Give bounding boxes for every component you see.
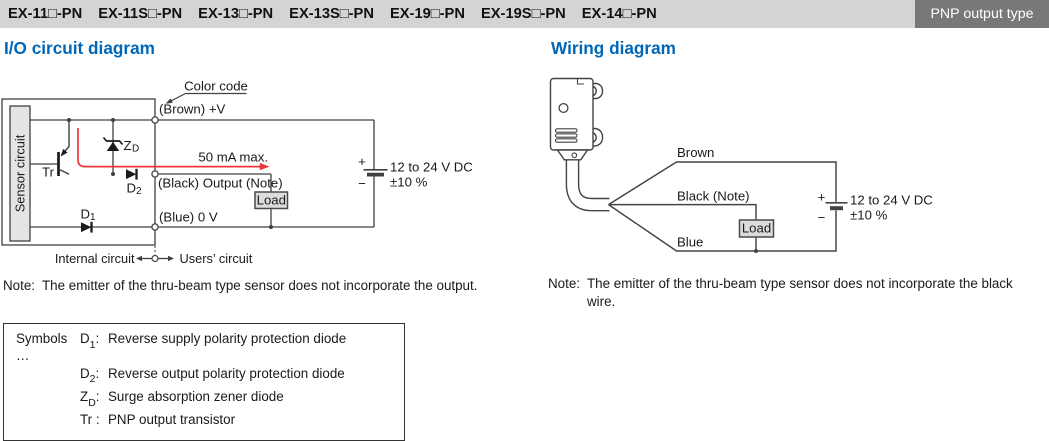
- symbols-prefix: Symbols …: [16, 331, 68, 364]
- diode-d1-symbol: [81, 221, 93, 233]
- wiring-diagram: Load + − 12 to 24 V DC ±10 % Brown Black…: [549, 77, 933, 253]
- symbols-row: Tr : PNP output transistor: [16, 411, 396, 434]
- wiring-note: Note: The emitter of the thru-beam type …: [548, 275, 1039, 310]
- users-circuit-label: Users’ circuit: [180, 251, 253, 266]
- symbol-key: D1:: [80, 331, 100, 351]
- wiring-wires: [608, 161, 837, 253]
- load-box: [738, 219, 775, 238]
- terminal-black-label: (Black) Output (Note): [158, 176, 283, 191]
- diode-d2-label-sub: 2: [136, 186, 142, 197]
- note-label: Note:: [3, 278, 36, 293]
- battery-symbol: [825, 201, 848, 211]
- symbol-desc: Reverse output polarity protection diode: [108, 365, 345, 381]
- supply-voltage-label: 12 to 24 V DC: [390, 160, 473, 175]
- battery-plus-label: +: [358, 154, 366, 169]
- symbols-row: D2: Reverse output polarity protection d…: [16, 365, 396, 388]
- terminal-brown-label: (Brown) +V: [159, 102, 226, 117]
- load-label: Load: [742, 221, 771, 236]
- sensor-circuit-label: Sensor circuit: [13, 134, 28, 212]
- diode-d1-label: D: [81, 207, 91, 222]
- color-code-label: Color code: [184, 79, 248, 94]
- current-flow-arrow: [77, 128, 270, 171]
- symbol-desc: PNP output transistor: [108, 411, 236, 427]
- io-note: Note: The emitter of the thru-beam type …: [3, 277, 494, 295]
- symbol-desc: Reverse supply polarity protection diode: [108, 331, 347, 346]
- diode-d1-label-sub: 1: [90, 212, 96, 223]
- sensor-circuit-box: [9, 105, 31, 242]
- supply-tolerance-label: ±10 %: [850, 208, 888, 223]
- symbol-key: D2:: [80, 365, 100, 386]
- symbols-row: ZD: Surge absorption zener diode: [16, 388, 396, 411]
- pnp-transistor-symbol: [57, 120, 70, 176]
- battery-symbol: [363, 168, 388, 177]
- diode-d2-label: D: [127, 181, 137, 196]
- battery-minus-label: −: [358, 176, 366, 191]
- transistor-label: Tr: [42, 165, 55, 180]
- wire-blue-label: Blue: [677, 235, 703, 250]
- model-name: EX-19□-PN: [389, 6, 465, 22]
- terminal-blue-label: (Blue) 0 V: [159, 210, 218, 225]
- load-label: Load: [257, 193, 286, 208]
- wire-brown-label: Brown: [677, 145, 714, 160]
- symbol-key: ZD:: [80, 388, 100, 409]
- note-text: The emitter of the thru-beam type sensor…: [42, 278, 478, 293]
- zener-label: Z: [124, 138, 132, 153]
- junction-dots: [67, 118, 273, 229]
- model-name: EX-11□-PN: [8, 6, 83, 22]
- io-circuit-diagram: Sensor circuit + − 12 to 24 V DC ±10 % T…: [1, 79, 473, 266]
- symbols-row: Symbols … D1: Reverse supply polarity pr…: [16, 330, 396, 365]
- symbol-key: Tr :: [80, 411, 100, 427]
- load-box: [254, 191, 289, 210]
- zener-diode-symbol: [102, 136, 124, 151]
- current-max-label: 50 mA max.: [198, 150, 268, 165]
- model-list: EX-11□-PN EX-11S□-PN EX-13□-PN EX-13S□-P…: [0, 6, 657, 22]
- color-code-leader: [165, 92, 247, 104]
- circuit-boundary: [136, 246, 174, 263]
- note-text: The emitter of the thru-beam type sensor…: [587, 276, 1013, 309]
- diode-d2-symbol: [126, 168, 138, 180]
- zener-label-sub: D: [132, 144, 139, 155]
- model-name: EX-13□-PN: [198, 6, 274, 22]
- symbols-legend-box: Symbols … D1: Reverse supply polarity pr…: [3, 323, 405, 441]
- model-name: EX-19S□-PN: [480, 6, 566, 22]
- supply-tolerance-label: ±10 %: [390, 175, 428, 190]
- symbol-desc: Surge absorption zener diode: [108, 388, 284, 404]
- io-section-title: I/O circuit diagram: [4, 38, 155, 58]
- battery-plus-label: +: [818, 190, 826, 205]
- wire-black-label: Black (Note): [677, 189, 750, 204]
- output-type-badge: PNP output type: [915, 0, 1049, 28]
- supply-voltage-label: 12 to 24 V DC: [850, 193, 933, 208]
- note-label: Note:: [548, 276, 581, 291]
- model-header-bar: EX-11□-PN EX-11S□-PN EX-13□-PN EX-13S□-P…: [0, 0, 1049, 28]
- terminal-circles: [151, 116, 159, 231]
- sensor-housing: [549, 77, 604, 151]
- internal-circuit-label: Internal circuit: [55, 251, 135, 266]
- diagram-layer: Sensor circuit + − 12 to 24 V DC ±10 % T…: [1, 77, 933, 266]
- wiring-section-title: Wiring diagram: [551, 38, 676, 58]
- model-name: EX-13S□-PN: [289, 6, 374, 22]
- model-name: EX-14□-PN: [581, 6, 657, 22]
- sensor-cable: [556, 149, 610, 212]
- battery-minus-label: −: [818, 210, 826, 225]
- model-name: EX-11S□-PN: [98, 6, 183, 22]
